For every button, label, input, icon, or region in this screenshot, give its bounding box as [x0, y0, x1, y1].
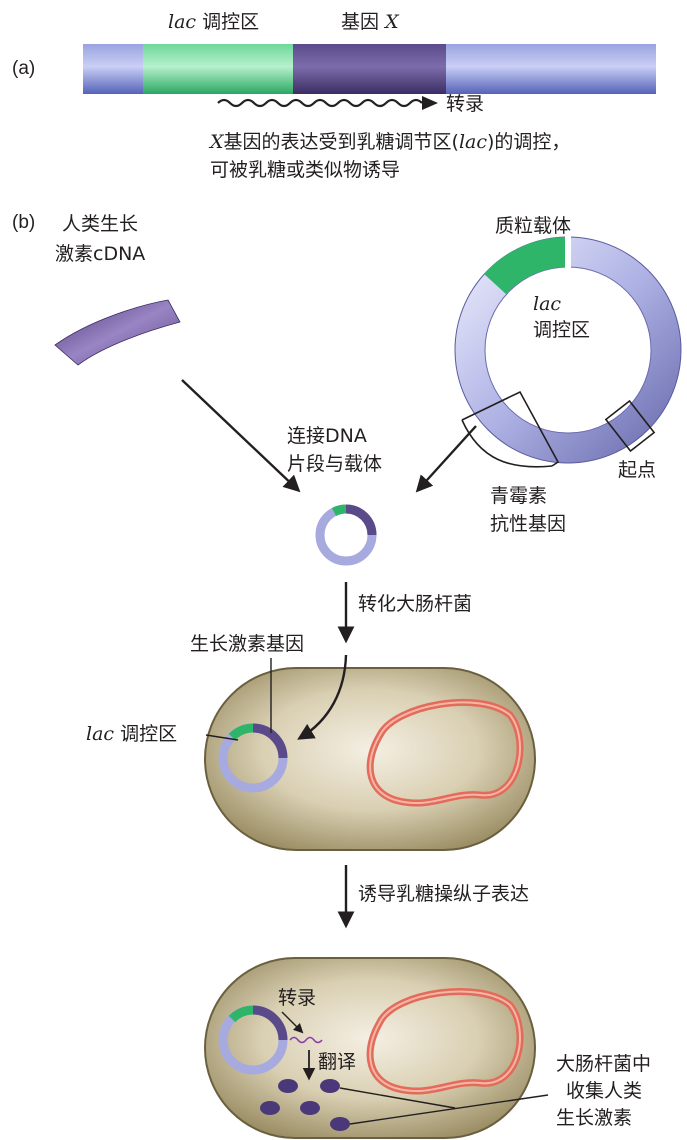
antibiotic-label-1: 青霉素	[490, 485, 548, 507]
lac-italic: lac	[168, 11, 197, 33]
cell-2-chromosome-highlight	[369, 990, 521, 1093]
arrow-plasmid-to-ligation	[415, 425, 477, 493]
lac-in-cell-label: lac 调控区	[86, 722, 177, 747]
ecoli-cell-2	[204, 957, 536, 1139]
cdna-fragment	[54, 299, 181, 366]
ligation-label-1: 连接DNA	[287, 425, 367, 447]
protein-1	[278, 1079, 298, 1093]
cell-1-chromosome-highlight	[369, 701, 521, 805]
collect-label-3: 生长激素	[556, 1107, 633, 1129]
plasmid-lac-italic: lac	[533, 293, 562, 315]
induce-label: 诱导乳糖操纵子表达	[358, 883, 530, 905]
plasmid-lac-region-label: 调控区	[533, 319, 591, 341]
caption-part-a: 基因的表达受到乳糖调节区(	[223, 131, 459, 153]
protein-5	[330, 1117, 350, 1131]
transform-label: 转化大肠杆菌	[358, 593, 473, 615]
origin-label: 起点	[618, 459, 657, 481]
gene-bar-blue-right	[446, 44, 656, 94]
collect-label-2: 收集人类	[566, 1080, 643, 1102]
lac-in-cell-text: 调控区	[120, 723, 178, 745]
transcription-label-b: 转录	[278, 987, 317, 1009]
transcription-arrowhead	[422, 96, 438, 110]
transcription-wave	[217, 98, 423, 108]
arrow-into-cell	[297, 654, 348, 740]
antibiotic-bracket	[461, 390, 560, 467]
cell-2-plasmid-insert	[252, 1005, 288, 1041]
collect-pointer-2	[349, 1094, 549, 1125]
protein-3	[260, 1101, 280, 1115]
recombinant-insert	[345, 504, 377, 536]
transcription-pointer	[281, 1011, 304, 1034]
gene-x-italic: X	[385, 11, 399, 33]
gene-bar-gene-x	[293, 44, 446, 94]
lac-region-label: lac 调控区	[168, 10, 259, 35]
gene-bar-lac-region	[143, 44, 293, 94]
cell-1-plasmid-insert	[252, 723, 288, 759]
gene-x-label: 基因 X	[341, 10, 399, 35]
lac-region-text: 调控区	[202, 11, 260, 33]
plasmid-label: 质粒载体	[495, 215, 572, 237]
panel-b-label: (b)	[12, 212, 36, 233]
translation-label: 翻译	[318, 1051, 357, 1073]
gh-gene-label: 生长激素基因	[190, 633, 305, 655]
ecoli-cell-1	[204, 667, 536, 851]
caption-part-c: )的调控，	[487, 131, 571, 153]
plasmid-lac-segment	[483, 236, 569, 295]
gene-bar-blue-left	[83, 44, 143, 94]
ligation-label-2: 片段与载体	[287, 453, 383, 475]
plasmid-ring-inner-edge	[484, 266, 652, 434]
transcription-label-a: 转录	[446, 93, 485, 115]
cdna-label-line-2: 激素cDNA	[55, 243, 146, 265]
origin-box	[604, 399, 656, 453]
cell-1-plasmid-lac	[228, 723, 254, 741]
cell-2-plasmid-lac	[228, 1005, 254, 1023]
antibiotic-label-2: 抗性基因	[490, 513, 567, 535]
lac-pointer	[205, 734, 239, 741]
protein-4	[300, 1101, 320, 1115]
gene-bar	[83, 44, 656, 94]
antibiotic-bracket-curve	[461, 419, 553, 468]
lac-in-cell-italic: lac	[86, 723, 115, 745]
collect-label-1: 大肠杆菌中	[556, 1053, 652, 1075]
protein-2	[320, 1079, 340, 1093]
cdna-label-line-1: 人类生长	[62, 213, 139, 235]
caption-line-1: X基因的表达受到乳糖调节区(lac)的调控，	[210, 130, 570, 155]
caption-lac-italic: lac	[458, 131, 487, 153]
plasmid-vector	[454, 236, 682, 468]
caption-x-italic: X	[210, 131, 224, 153]
panel-a-label: (a)	[12, 58, 36, 79]
collect-pointer-1	[339, 1087, 456, 1109]
recombinant-plasmid	[315, 504, 377, 566]
caption-line-2: 可被乳糖或类似物诱导	[210, 159, 401, 181]
arrow-cdna-to-ligation	[181, 379, 301, 493]
mrna-wave	[289, 1036, 323, 1044]
recombinant-lac	[331, 504, 347, 517]
gene-text: 基因	[341, 11, 380, 33]
